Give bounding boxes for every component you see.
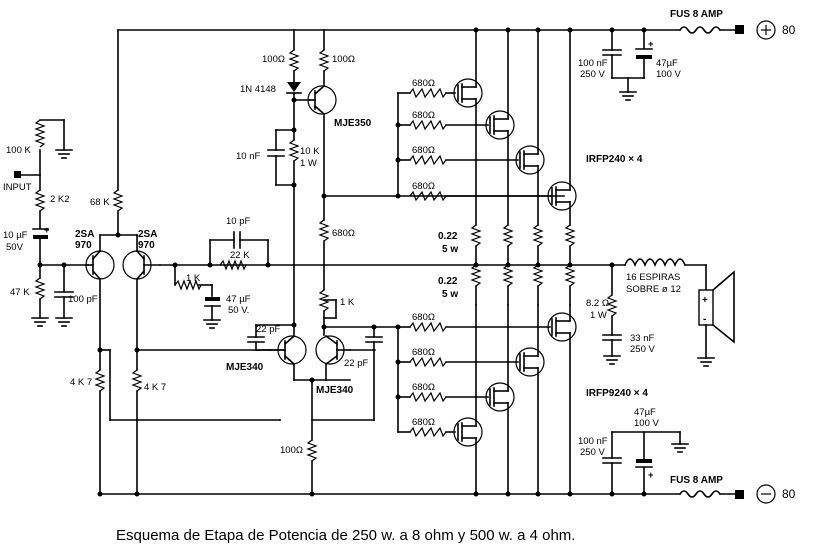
label-r-680-g5: 680Ω [412, 312, 435, 323]
label-c-33nf-v: 250 V [630, 344, 655, 355]
label-q1b: 970 [75, 240, 92, 251]
label-fuse-top: FUS 8 AMP [670, 9, 723, 20]
label-coil2: SOBRE ø 12 [626, 284, 681, 295]
label-c-47uf-a-v: 50 V. [228, 305, 249, 316]
label-spk-minus: - [703, 314, 706, 325]
svg-text:+: + [648, 39, 654, 50]
label-c-10uf: 10 µF [3, 230, 28, 241]
label-r-022-a: 0.22 [438, 231, 458, 242]
label-r-8r2: 8.2 Ω [586, 298, 609, 309]
label-r-680-g3: 680Ω [412, 145, 435, 156]
label-r-680-g1: 680Ω [412, 78, 435, 89]
diagram-caption: Esquema de Etapa de Potencia de 250 w. a… [116, 527, 575, 544]
label-r-022-a-w: 5 w [442, 244, 458, 255]
label-coil: 16 ESPIRAS [626, 272, 680, 283]
svg-text:+: + [44, 225, 50, 236]
label-q-mje340-a: MJE340 [226, 362, 264, 373]
label-r-100-top2: 100Ω [332, 54, 355, 65]
rail-labels: FUS 8 AMP 80 FUS 8 AMP 80 [670, 9, 796, 501]
vas-stage [247, 29, 565, 497]
rail-decoupling [602, 27, 689, 497]
label-r-100-bot: 100Ω [280, 445, 303, 456]
label-r-100k: 100 K [6, 145, 31, 156]
label-c-47uf-bot-v: 100 V [634, 418, 659, 429]
label-c-33nf: 33 nF [630, 333, 654, 344]
label-q1: 2SA [75, 229, 94, 240]
label-r-10k-w: 1 W [300, 158, 317, 169]
label-r-22k: 22 K [230, 250, 250, 261]
label-r-8r2-w: 1 W [590, 310, 607, 321]
label-spk-plus: + [702, 295, 708, 306]
label-c-47uf-a: 47 µF [226, 294, 251, 305]
label-r-10k: 10 K [300, 146, 320, 157]
svg-text:+: + [648, 470, 654, 481]
label-q-mje350: MJE350 [334, 118, 372, 129]
output-network [602, 258, 735, 367]
input-section [14, 119, 89, 327]
label-r-68k: 68 K [90, 197, 110, 208]
label-r-47k: 47 K [10, 287, 30, 298]
label-c-10nf: 10 nF [236, 151, 260, 162]
label-r-100-top1: 100Ω [262, 54, 285, 65]
label-c-22pf-b: 22 pF [344, 358, 368, 369]
input-terminal [14, 171, 21, 178]
label-r-4k7-b: 4 K 7 [144, 382, 166, 393]
label-voltage-bot: 80 [782, 487, 796, 501]
label-c-100nf-top-v: 250 V [580, 69, 605, 80]
label-c-100nf-bot: 100 nF [578, 436, 608, 447]
n-mosfets [395, 27, 577, 268]
label-c-10uf-v: 50V [6, 242, 24, 253]
label-r-680-g2: 680Ω [412, 110, 435, 121]
label-r-680-g4: 680Ω [412, 181, 435, 192]
label-c-100nf-bot-v: 250 V [580, 447, 605, 458]
diff-pair [85, 29, 285, 497]
label-d-1n4148: 1N 4148 [240, 84, 276, 95]
label-c-10pf: 10 pF [226, 216, 250, 227]
label-r-1k-a: 1 K [186, 273, 201, 284]
label-r-2k2: 2 K2 [50, 194, 70, 205]
feedback-network [159, 231, 611, 329]
label-r-680-mid: 680Ω [332, 228, 355, 239]
label-c-22pf-a: 22 pF [256, 324, 280, 335]
negative-rail [99, 484, 776, 504]
label-c-47uf-top-v: 100 V [656, 69, 681, 80]
label-r-680-g8: 680Ω [412, 417, 435, 428]
label-input: INPUT [3, 182, 32, 193]
label-r-4k7-a: 4 K 7 [70, 377, 92, 388]
label-q2b: 970 [138, 240, 155, 251]
positive-rail [117, 20, 776, 40]
label-r-022-b: 0.22 [438, 276, 458, 287]
label-voltage-top: 80 [782, 23, 796, 37]
label-c-100pf: 100 pF [68, 294, 98, 305]
p-mosfets [395, 264, 577, 497]
label-r-022-b-w: 5 w [442, 289, 458, 300]
label-q2: 2SA [138, 229, 157, 240]
component-labels: 100 K INPUT 2 K2 10 µF 50V + 47 K 100 pF… [3, 39, 708, 481]
label-c-47uf-bot: 47µF [634, 407, 656, 418]
label-r-680-g6: 680Ω [412, 347, 435, 358]
label-q-mje340-b: MJE340 [316, 385, 354, 396]
label-fuse-bot: FUS 8 AMP [670, 475, 723, 486]
label-c-47uf-top: 47µF [656, 58, 678, 69]
label-r-1k-b: 1 K [340, 297, 355, 308]
label-irfp240: IRFP240 × 4 [586, 154, 643, 165]
label-irfp9240: IRFP9240 × 4 [586, 388, 648, 399]
label-c-100nf-top: 100 nF [578, 58, 608, 69]
label-r-680-g7: 680Ω [412, 382, 435, 393]
